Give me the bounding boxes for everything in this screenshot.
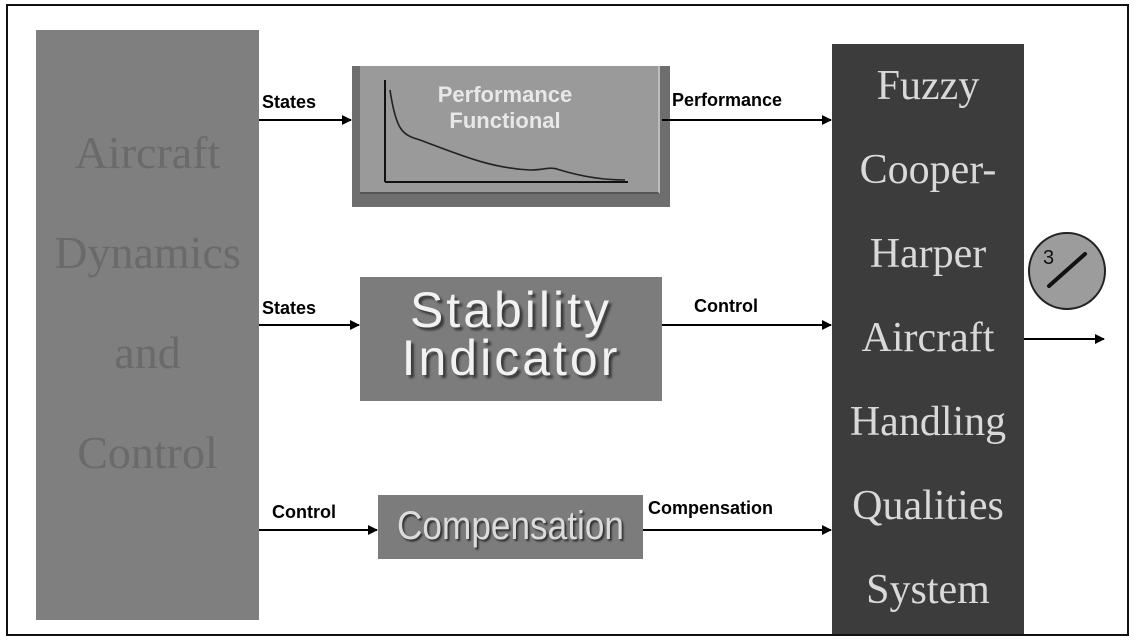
stability-title-line-1: Stability: [409, 282, 613, 338]
fuzzy-line-7: System: [866, 567, 990, 613]
gauge-dial: 3: [1028, 232, 1106, 310]
edge-label-states-middle: States: [262, 298, 317, 318]
gauge-value: 3: [1043, 247, 1054, 269]
performance-functional-title: Performance Functional: [437, 82, 573, 133]
gauge-needle: [1047, 252, 1087, 288]
edge-label-control-in: Control: [272, 502, 336, 522]
performance-functional-block: [360, 66, 660, 194]
fuzzy-line-3: Harper: [869, 231, 987, 277]
edge-label-compensation: Compensation: [648, 498, 774, 518]
fuzzy-line-6: Qualities: [852, 483, 1004, 529]
aircraft-line-1: Aircraft: [74, 127, 221, 178]
aircraft-line-2: Dynamics: [54, 227, 241, 278]
mini-plot-curve: [389, 89, 626, 181]
fuzzy-line-4: Aircraft: [861, 315, 995, 361]
aircraft-dynamics-block: Aircraft Dynamics and Control: [36, 30, 259, 620]
edge-label-performance: Performance: [672, 90, 783, 110]
performance-mini-plot: [384, 80, 628, 183]
fuzzy-cooper-harper-block: Fuzzy Cooper- Harper Aircraft Handling Q…: [832, 44, 1024, 634]
edge-label-control-out: Control: [694, 296, 758, 316]
edge-label-states-top: States: [262, 92, 317, 112]
stability-indicator-block: [360, 277, 662, 401]
compensation-block: [378, 495, 643, 559]
compensation-title: Compensation: [397, 504, 624, 548]
aircraft-line-3: and: [114, 327, 181, 378]
fuzzy-line-5: Handling: [849, 399, 1007, 445]
stability-indicator-title: Stability Indicator: [360, 282, 662, 386]
fuzzy-line-1: Fuzzy: [876, 63, 980, 109]
fuzzy-line-2: Cooper-: [859, 147, 997, 193]
aircraft-line-4: Control: [77, 427, 218, 478]
stability-title-line-2: Indicator: [401, 330, 621, 386]
